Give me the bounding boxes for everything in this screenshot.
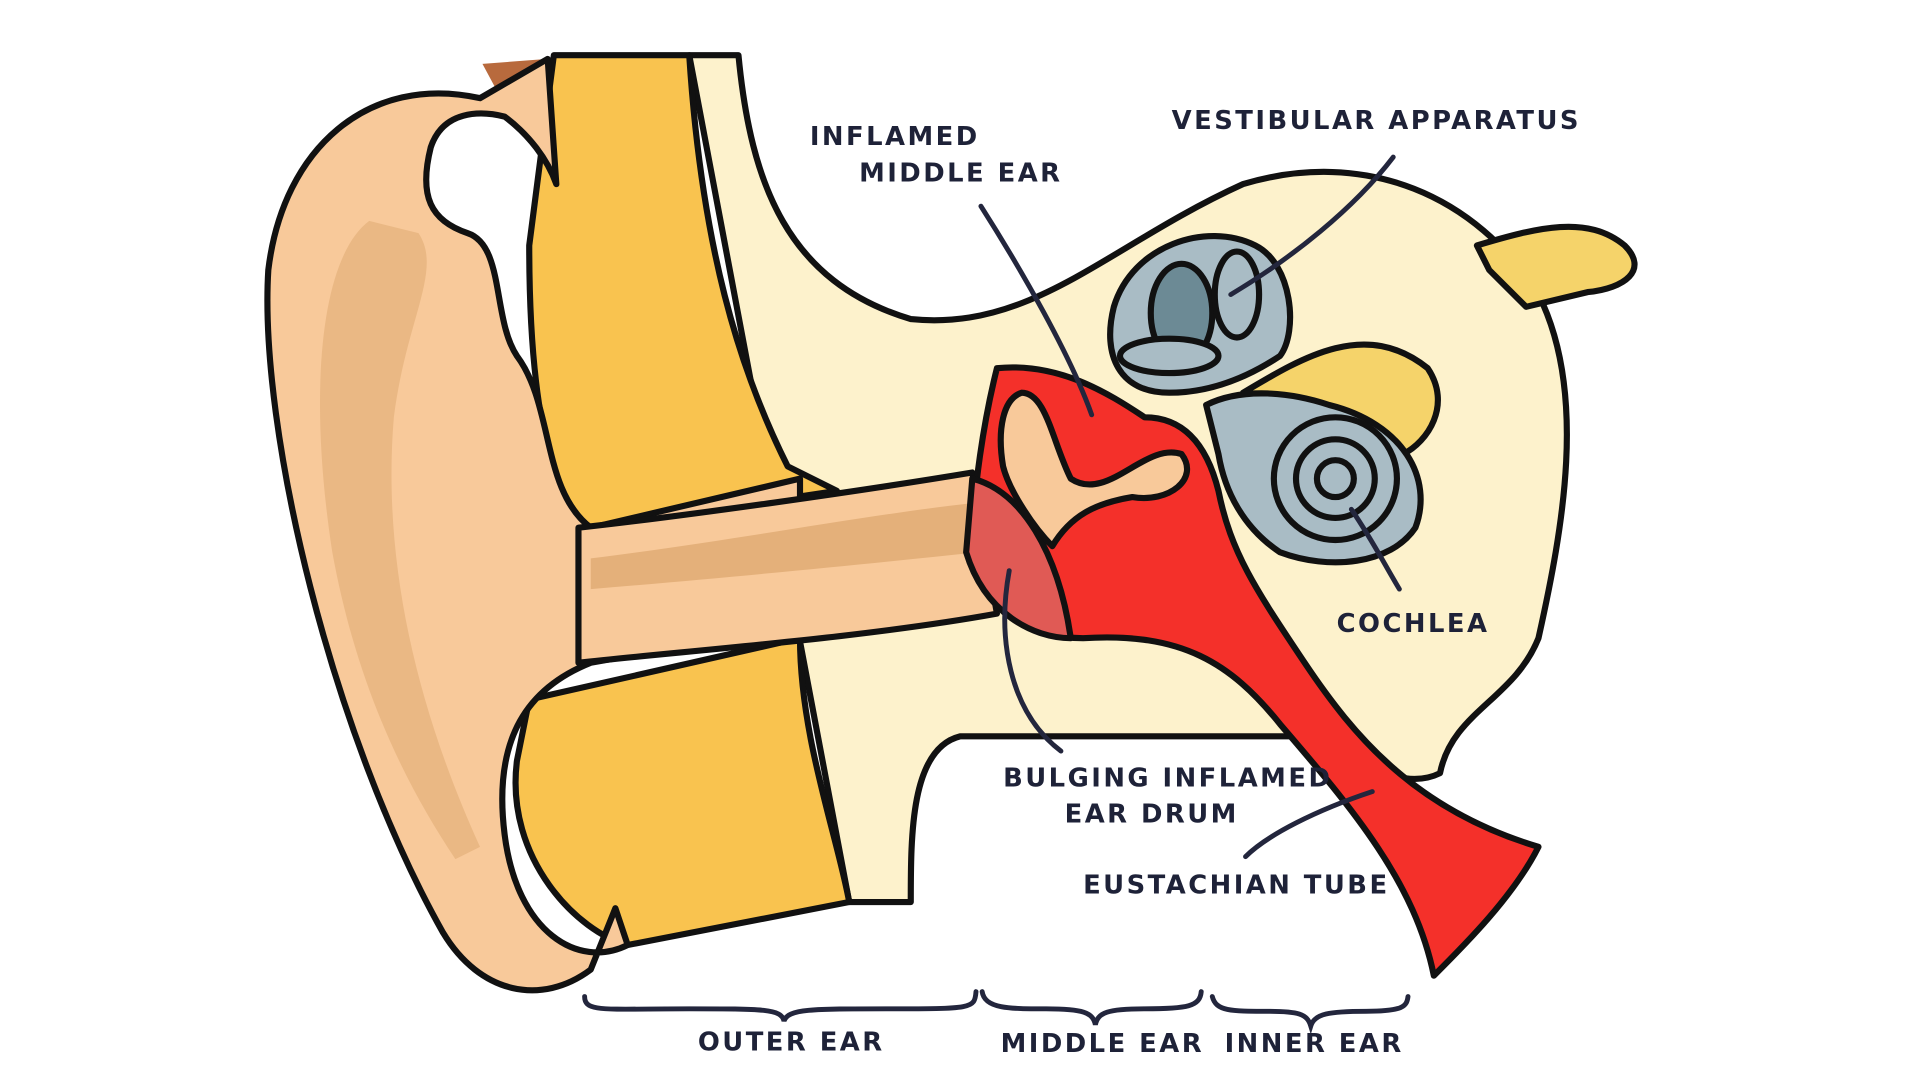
label-inner-ear: INNER EAR: [1225, 1029, 1404, 1059]
label-middle-ear: MIDDLE EAR: [1001, 1029, 1204, 1059]
brace-inner-ear: [1209, 994, 1411, 1035]
brace-outer-ear: [582, 989, 979, 1023]
lower-tissue: [512, 635, 853, 949]
leader-eustachian: [1243, 789, 1375, 860]
outer-ear-tissue: [526, 52, 841, 531]
label-eustachian-tube: EUSTACHIAN TUBE: [1083, 870, 1389, 900]
leader-vestibular: [1228, 154, 1396, 297]
ossicles: [997, 389, 1191, 550]
leader-ear-drum: [1002, 568, 1064, 754]
label-outer-ear: OUTER EAR: [698, 1028, 885, 1058]
label-inflamed-middle-ear-line2: MIDDLE EAR: [859, 159, 1062, 189]
label-ear-drum-line2: EAR DRUM: [1065, 799, 1239, 829]
cochlea: [1203, 390, 1424, 566]
brace-middle-ear: [979, 989, 1204, 1026]
label-ear-drum-line1: BULGING INFLAMED: [1003, 764, 1332, 794]
nerve: [1473, 223, 1638, 310]
pinna-shade: [320, 220, 480, 860]
label-cochlea: COCHLEA: [1337, 609, 1490, 639]
ear-canal-shade: [590, 503, 979, 590]
ear-drum: [963, 475, 1074, 642]
label-inflamed-middle-ear-line1: INFLAMED: [810, 122, 980, 152]
leader-cochlea: [1348, 506, 1402, 592]
leader-inflamed-middle-ear: [978, 203, 1095, 418]
vestibular-apparatus: [1107, 232, 1294, 396]
label-vestibular-apparatus: VESTIBULAR APPARATUS: [1172, 106, 1581, 136]
nerve-branch: [1240, 341, 1441, 458]
